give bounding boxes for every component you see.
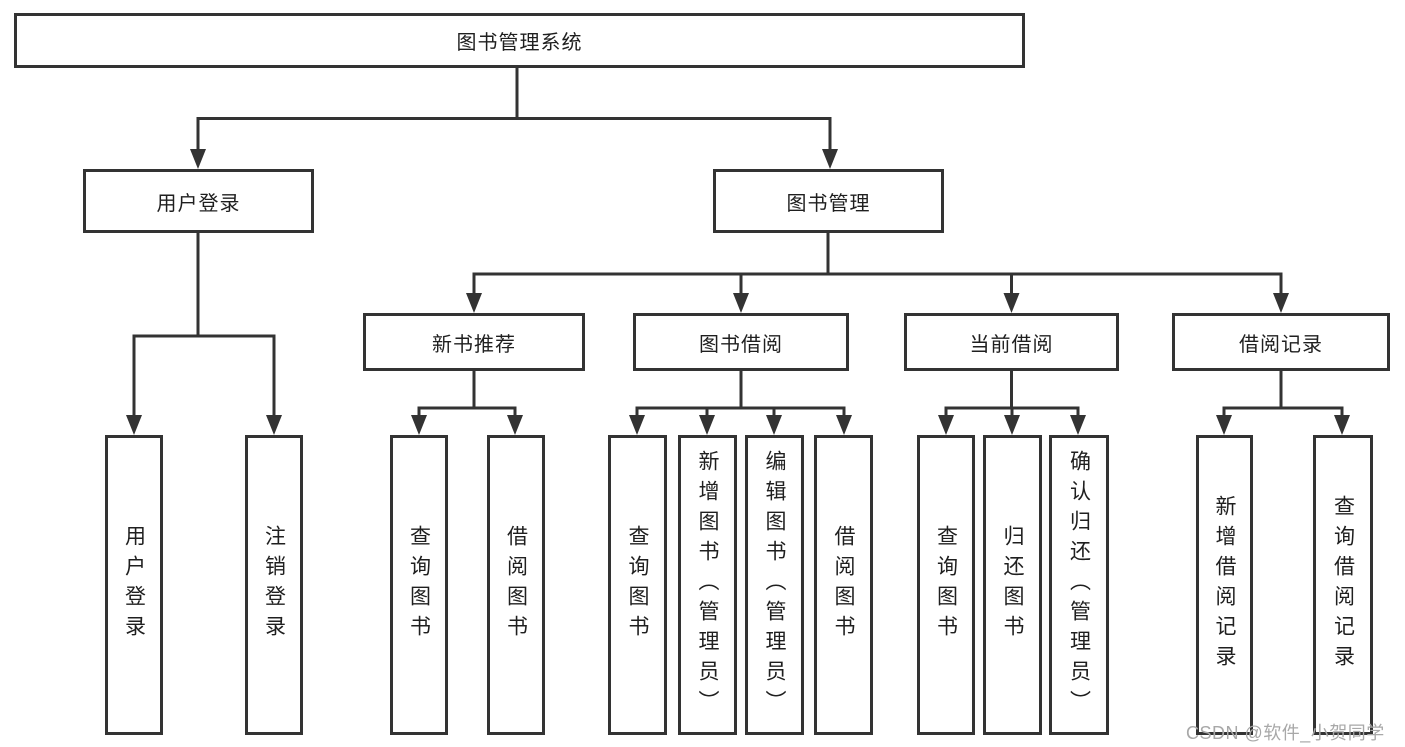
node-borrow-record-label: 借阅记录	[1239, 333, 1323, 356]
leaf-user-login: 用户登录	[105, 435, 163, 735]
leaf-borrow-book-1: 借阅图书	[487, 435, 545, 735]
node-book-borrow-label: 图书借阅	[699, 333, 783, 356]
node-borrow-record: 借阅记录	[1172, 313, 1390, 371]
node-book-borrow: 图书借阅	[633, 313, 849, 371]
node-user-login: 用户登录	[83, 169, 314, 233]
leaf-logout: 注销登录	[245, 435, 303, 735]
leaf-edit-book-admin: 编辑图书（管理员）	[745, 435, 804, 735]
node-current-borrow-label: 当前借阅	[969, 333, 1054, 356]
csdn-watermark: CSDN @软件_小贺同学	[1186, 723, 1385, 743]
node-new-book-recommend-label: 新书推荐	[432, 333, 516, 356]
node-book-management-label: 图书管理	[786, 192, 871, 215]
node-new-book-recommend: 新书推荐	[363, 313, 585, 371]
leaf-add-book-admin: 新增图书（管理员）	[678, 435, 737, 735]
leaf-confirm-return-admin: 确认归还（管理员）	[1049, 435, 1109, 735]
node-current-borrow: 当前借阅	[904, 313, 1119, 371]
leaf-query-book-2: 查询图书	[608, 435, 667, 735]
leaf-add-borrow-record: 新增借阅记录	[1196, 435, 1253, 735]
leaf-query-borrow-record: 查询借阅记录	[1313, 435, 1373, 735]
node-user-login-label: 用户登录	[156, 192, 241, 215]
leaf-query-book-3: 查询图书	[917, 435, 975, 735]
node-root-label: 图书管理系统	[456, 32, 583, 54]
node-root: 图书管理系统	[14, 13, 1025, 68]
node-book-management: 图书管理	[713, 169, 944, 233]
leaf-query-book-1: 查询图书	[390, 435, 448, 735]
leaf-return-book: 归还图书	[983, 435, 1042, 735]
leaf-borrow-book-2: 借阅图书	[814, 435, 873, 735]
arrowheads	[126, 149, 1350, 435]
